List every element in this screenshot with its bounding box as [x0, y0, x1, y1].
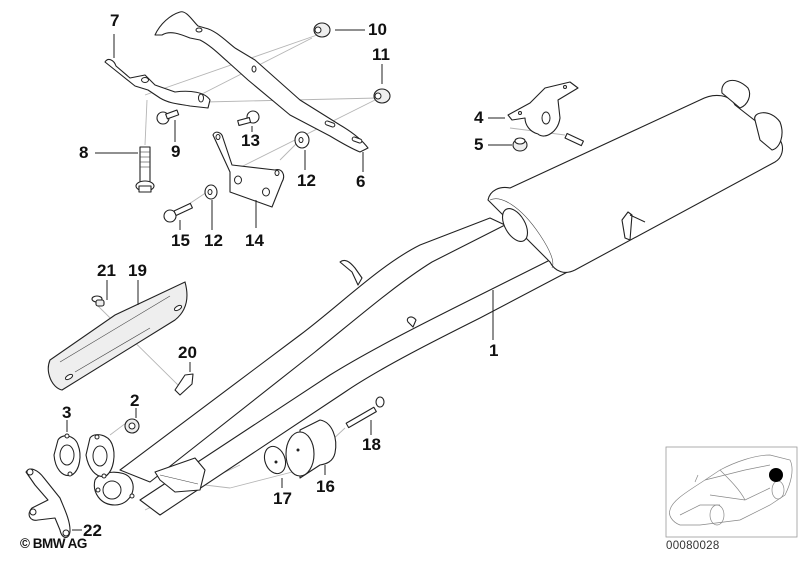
thumbnail-frame — [665, 446, 798, 538]
callout-9: 9 — [171, 142, 181, 161]
part-7-clamp-bracket — [104, 58, 211, 109]
callout-14: 14 — [245, 231, 264, 250]
callout-8: 8 — [79, 143, 89, 162]
callout-10: 10 — [368, 20, 387, 39]
part-1-exhaust-assembly — [93, 79, 784, 516]
part-11-rubber-mount — [373, 88, 391, 104]
callout-20: 20 — [178, 343, 197, 362]
callout-12-lower: 12 — [204, 231, 223, 250]
callout-15: 15 — [171, 231, 190, 250]
part-19-heat-shield — [47, 281, 188, 391]
part-15-screw — [163, 202, 193, 223]
part-18-bolt — [345, 396, 385, 429]
callout-19: 19 — [128, 261, 147, 280]
callout-17: 17 — [273, 489, 292, 508]
part-5-bushing — [512, 137, 528, 152]
part-9-screw — [156, 109, 180, 125]
callout-13: 13 — [241, 131, 260, 150]
callout-leaders — [66, 29, 512, 531]
part-21-rivet — [91, 295, 105, 307]
copyright-notice: © BMW AG — [20, 536, 87, 551]
callout-1: 1 — [489, 341, 499, 360]
part-16-absorber — [285, 419, 337, 479]
callout-5: 5 — [474, 135, 484, 154]
diagram-id: 00080028 — [666, 540, 720, 552]
location-marker-icon — [769, 468, 783, 482]
part-2-nut — [124, 418, 140, 434]
callout-3: 3 — [62, 403, 72, 422]
callout-22: 22 — [83, 521, 102, 540]
part-10-rubber-mount — [313, 22, 331, 38]
part-13-screw — [237, 110, 260, 127]
part-8-bolt — [135, 146, 155, 193]
car-thumbnail — [665, 446, 798, 538]
part-6-hanger-bracket — [154, 11, 369, 153]
part-17-disc — [263, 445, 287, 475]
part-14-bracket — [212, 131, 285, 208]
part-12-washer-upper — [294, 131, 310, 149]
part-3-gasket-second — [85, 434, 115, 479]
part-22-support-bracket — [25, 468, 71, 539]
callout-2: 2 — [130, 391, 140, 410]
callout-4: 4 — [474, 108, 484, 127]
callout-6: 6 — [356, 172, 366, 191]
part-20-clip — [174, 373, 194, 396]
callout-12-upper: 12 — [297, 171, 316, 190]
part-4-mount-bracket — [507, 81, 579, 137]
callout-16: 16 — [316, 477, 335, 496]
callout-11: 11 — [372, 45, 390, 64]
car-outline-icon — [669, 454, 793, 526]
callout-7: 7 — [110, 11, 120, 30]
part-3-gasket — [53, 433, 81, 477]
callout-18: 18 — [362, 435, 381, 454]
callout-21: 21 — [97, 261, 116, 280]
part-12-washer-lower — [204, 184, 218, 200]
